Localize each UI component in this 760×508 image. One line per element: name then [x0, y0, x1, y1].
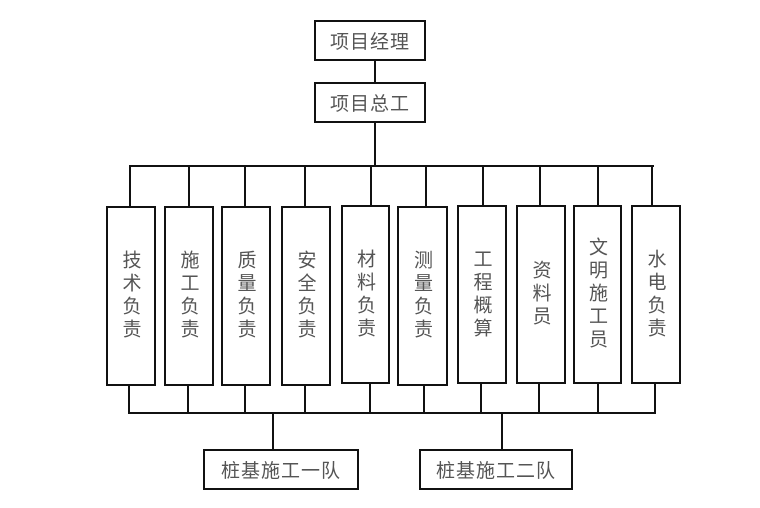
chief-engineer-box: 项目总工 — [314, 82, 426, 123]
connector-dept-to-bottom-bus-5 — [423, 384, 425, 413]
connector-bus-to-dept-9 — [651, 166, 653, 206]
dept-box-materials: 材料负责 — [341, 205, 390, 384]
connector-bus-to-dept-1 — [188, 166, 190, 206]
connector-dept-to-bottom-bus-8 — [597, 384, 599, 413]
connector-dept-to-bottom-bus-2 — [244, 384, 246, 413]
dept-box-surveying: 测量负责 — [397, 206, 448, 386]
connector-bus-to-dept-5 — [425, 166, 427, 206]
connector-dept-to-bottom-bus-0 — [128, 384, 130, 413]
bottom-bus-line — [128, 412, 656, 414]
dept-box-civilized-construction: 文明施工员 — [573, 205, 622, 384]
pile-team-1-box: 桩基施工一队 — [203, 449, 359, 490]
connector-bus-to-dept-4 — [370, 166, 372, 206]
connector-bus-to-dept-2 — [244, 166, 246, 206]
connector-chief-to-bus — [374, 122, 376, 167]
connector-dept-to-bottom-bus-4 — [369, 384, 371, 413]
connector-dept-to-bottom-bus-9 — [654, 384, 656, 413]
connector-dept-to-bottom-bus-6 — [480, 384, 482, 413]
top-bus-line — [129, 165, 654, 167]
connector-bus-to-dept-8 — [597, 166, 599, 206]
dept-box-water-electric: 水电负责 — [631, 205, 681, 384]
connector-bus-to-team-2 — [501, 413, 503, 451]
connector-dept-to-bottom-bus-1 — [187, 384, 189, 413]
dept-box-technical: 技术负责 — [106, 206, 156, 386]
dept-box-documentation: 资料员 — [516, 205, 566, 384]
connector-manager-to-chief — [374, 60, 376, 84]
connector-bus-to-dept-0 — [129, 166, 131, 206]
connector-bus-to-team-1 — [272, 413, 274, 451]
connector-dept-to-bottom-bus-7 — [538, 384, 540, 413]
dept-box-cost-estimate: 工程概算 — [457, 205, 507, 384]
connector-bus-to-dept-3 — [304, 166, 306, 206]
dept-box-quality: 质量负责 — [221, 206, 271, 386]
connector-bus-to-dept-7 — [539, 166, 541, 206]
dept-box-safety: 安全负责 — [281, 206, 331, 386]
connector-dept-to-bottom-bus-3 — [304, 384, 306, 413]
dept-box-construction: 施工负责 — [164, 206, 214, 386]
project-manager-box: 项目经理 — [314, 20, 426, 61]
pile-team-2-box: 桩基施工二队 — [419, 449, 573, 490]
connector-bus-to-dept-6 — [482, 166, 484, 206]
